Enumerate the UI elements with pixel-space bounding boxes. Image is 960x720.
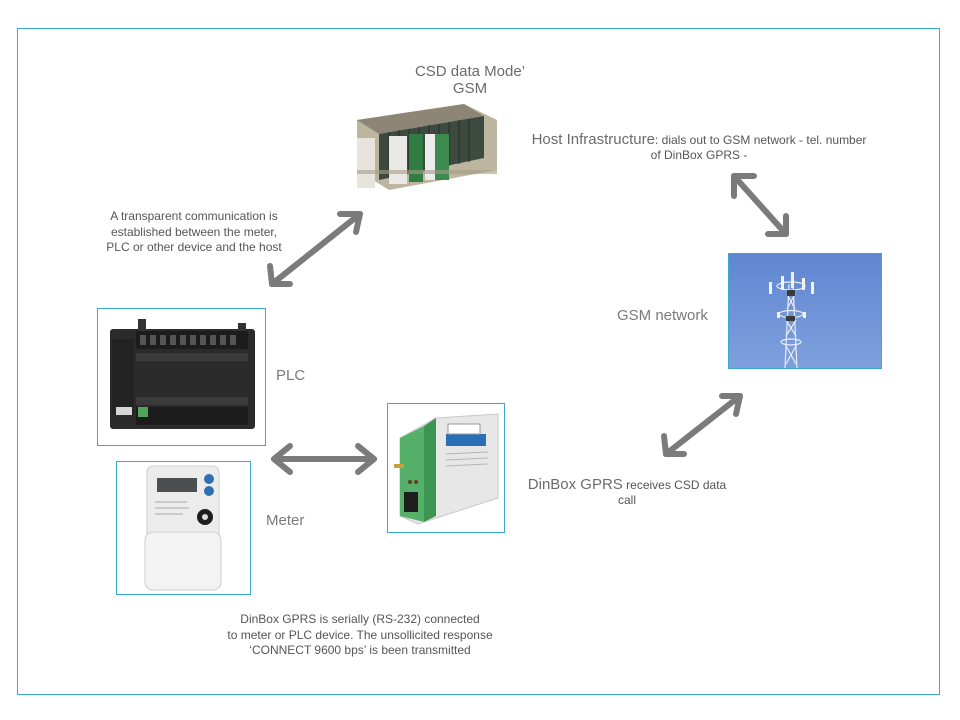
transparent-communication-text: A transparent communication is establish…	[84, 209, 304, 256]
dinbox-receives-text: DinBox GPRS receives CSD data call	[512, 476, 742, 508]
dinbox-line2: call	[617, 493, 636, 508]
meter-image	[116, 461, 251, 595]
serial-note-line3: ‘CONNECT 9600 bps’ is been transmitted	[249, 643, 471, 658]
serial-note-line1: DinBox GPRS is serially (RS-232) connect…	[240, 612, 480, 626]
csd-title-line1: CSD data Mode’	[414, 63, 526, 80]
diagram-frame	[17, 28, 940, 695]
dinbox-rest: receives CSD data	[622, 478, 727, 492]
arrow-host-to-gsm	[731, 173, 789, 237]
host-infra-lead: Host Infrastructure	[531, 131, 655, 148]
host-infra-line2: of DinBox GPRS -	[650, 148, 748, 163]
arrow-plc-to-host	[267, 211, 363, 287]
transparent-line1: A transparent communication is	[110, 209, 278, 223]
plc-label: PLC	[276, 367, 306, 384]
cell-tower-image	[728, 253, 882, 369]
host-infra-rest: : dials out to GSM network - tel. number	[654, 133, 867, 147]
meter-label: Meter	[266, 512, 305, 529]
serial-note-line2: to meter or PLC device. The unsollicited…	[227, 627, 493, 642]
transparent-line2: established between the meter,	[110, 224, 278, 239]
rack-server-image	[349, 98, 499, 194]
dinbox-modem-image	[387, 403, 505, 533]
serial-connection-note: DinBox GPRS is serially (RS-232) connect…	[200, 612, 520, 659]
transparent-line3: PLC or other device and the host	[106, 240, 282, 255]
csd-title-line2: GSM	[452, 80, 488, 98]
arrow-dinbox-to-gsm	[661, 393, 743, 457]
arrow-devices-to-dinbox	[271, 443, 377, 475]
plc-image	[97, 308, 266, 446]
dinbox-lead: DinBox GPRS	[527, 476, 623, 493]
host-infrastructure-text: Host Infrastructure: dials out to GSM ne…	[514, 131, 884, 163]
gsm-network-label: GSM network	[617, 307, 708, 324]
csd-title: CSD data Mode’ GSM	[400, 63, 540, 98]
